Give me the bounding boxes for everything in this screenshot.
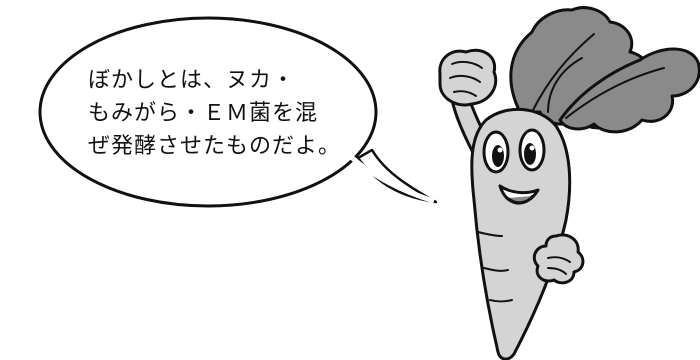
carrot-leaves [509,6,700,134]
speech-line-2: もみがら・ＥＭ菌を混 [88,101,319,126]
speech-line-1: ぼかしとは、ヌカ・ [88,68,296,93]
speech-bubble [38,16,438,208]
speech-line-3: ぜ発酵させたものだよ。 [88,134,342,159]
speech-bubble-text: ぼかしとは、ヌカ・ もみがら・ＥＭ菌を混 ぜ発酵させたものだよ。 [88,64,360,163]
carrot-hand [532,233,585,285]
carrot-eyes [482,128,546,174]
carrot-mascot-icon [438,6,700,360]
